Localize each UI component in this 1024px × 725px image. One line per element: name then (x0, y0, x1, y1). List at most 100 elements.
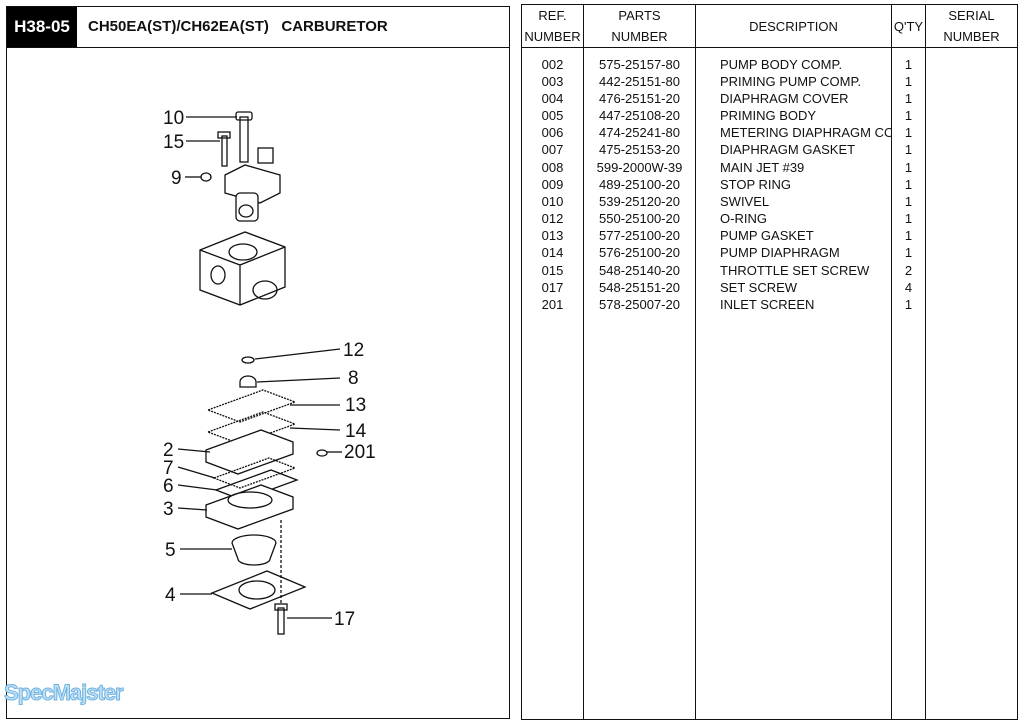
ref-cell: 015 (521, 261, 584, 279)
description-cell: SET SCREW (695, 278, 892, 296)
callout-6: 6 (163, 476, 174, 497)
part-number-cell: 578-25007-20 (583, 295, 696, 314)
page-header: H38-05 CH50EA(ST)/CH62EA(ST) CARBURETOR (7, 7, 509, 48)
diagram-panel: H38-05 CH50EA(ST)/CH62EA(ST) CARBURETOR (6, 6, 510, 719)
watermark-logo: SpecMajster (4, 680, 125, 706)
part-number-cell: 599-2000W-39 (583, 158, 696, 176)
ref-cell: 009 (521, 175, 584, 193)
ref-cell: 017 (521, 278, 584, 296)
callout-labels: 10 15 9 12 8 13 14 201 2 7 6 3 5 4 17 (163, 108, 376, 630)
callout-17: 17 (334, 609, 355, 630)
ref-cell: 002 (521, 47, 584, 73)
qty-cell: 1 (891, 295, 926, 314)
col-ref: REF.NUMBER (521, 4, 584, 48)
col-description: DESCRIPTION (695, 4, 892, 48)
description-cell: METERING DIAPHRAGM CO (695, 124, 892, 142)
callout-15: 15 (163, 132, 184, 153)
ref-cell: 013 (521, 227, 584, 245)
qty-cell: 1 (891, 106, 926, 125)
part-number-cell: 548-25140-20 (583, 261, 696, 279)
part-number-cell: 447-25108-20 (583, 106, 696, 125)
description-cell: DIAPHRAGM COVER (695, 89, 892, 107)
callout-12: 12 (343, 340, 364, 361)
ref-cell: 010 (521, 192, 584, 210)
qty-cell: 4 (891, 278, 926, 296)
serial-cell (925, 210, 1018, 228)
description-cell: INLET SCREEN (695, 295, 892, 314)
qty-cell: 1 (891, 244, 926, 262)
serial-cell (925, 175, 1018, 193)
ref-cell: 201 (521, 295, 584, 314)
description-cell: DIAPHRAGM GASKET (695, 141, 892, 159)
part-number-cell: 539-25120-20 (583, 192, 696, 210)
description-cell: MAIN JET #39 (695, 158, 892, 176)
callout-13: 13 (345, 395, 366, 416)
exploded-carburetor-diagram: 10 15 9 12 8 13 14 201 2 7 6 3 5 4 17 (163, 108, 376, 635)
callout-3: 3 (163, 499, 174, 520)
callout-14: 14 (345, 421, 367, 442)
part-number-cell: 489-25100-20 (583, 175, 696, 193)
ref-cell: 006 (521, 124, 584, 142)
serial-cell (925, 244, 1018, 262)
callout-9: 9 (171, 168, 182, 189)
description-cell: SWIVEL (695, 192, 892, 210)
serial-cell (925, 261, 1018, 279)
part-number-cell: 548-25151-20 (583, 278, 696, 296)
serial-cell (925, 227, 1018, 245)
empty-cell (521, 313, 584, 720)
description-cell: PRIMING BODY (695, 106, 892, 125)
part-number-cell: 577-25100-20 (583, 227, 696, 245)
ref-cell: 008 (521, 158, 584, 176)
part-number-cell: 550-25100-20 (583, 210, 696, 228)
description-cell: PUMP BODY COMP. (695, 47, 892, 73)
serial-cell (925, 124, 1018, 142)
part-number-cell: 475-25153-20 (583, 141, 696, 159)
serial-cell (925, 89, 1018, 107)
part-number-cell: 442-25151-80 (583, 72, 696, 90)
callout-7: 7 (163, 458, 174, 479)
serial-cell (925, 192, 1018, 210)
serial-cell (925, 47, 1018, 73)
ref-cell: 005 (521, 106, 584, 125)
ref-cell: 004 (521, 89, 584, 107)
callout-10: 10 (163, 108, 184, 129)
qty-cell: 1 (891, 47, 926, 73)
ref-cell: 012 (521, 210, 584, 228)
page-title: CH50EA(ST)/CH62EA(ST) CARBURETOR (88, 18, 388, 35)
callout-5: 5 (165, 540, 176, 561)
serial-cell (925, 106, 1018, 125)
callout-2: 2 (163, 440, 174, 461)
qty-cell: 1 (891, 175, 926, 193)
empty-cell (583, 313, 696, 720)
description-cell: PUMP DIAPHRAGM (695, 244, 892, 262)
serial-cell (925, 158, 1018, 176)
serial-cell (925, 141, 1018, 159)
description-cell: THROTTLE SET SCREW (695, 261, 892, 279)
ref-cell: 007 (521, 141, 584, 159)
callout-201: 201 (344, 442, 376, 463)
empty-cell (925, 313, 1018, 720)
part-number-cell: 576-25100-20 (583, 244, 696, 262)
callout-4: 4 (165, 585, 176, 606)
callout-8: 8 (348, 368, 359, 389)
qty-cell: 1 (891, 89, 926, 107)
serial-cell (925, 295, 1018, 314)
